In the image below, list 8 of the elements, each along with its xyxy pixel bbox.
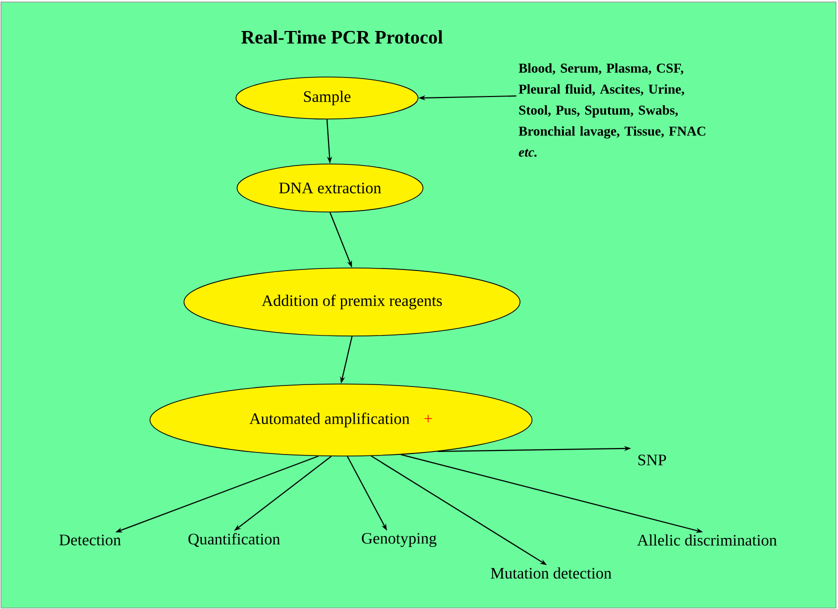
title: Real-Time PCR Protocol bbox=[241, 30, 443, 44]
application-label: Mutation detection bbox=[490, 567, 612, 579]
application-label: Detection bbox=[59, 534, 121, 546]
application-label: SNP bbox=[638, 454, 666, 466]
application-label: Quantification bbox=[188, 533, 280, 547]
application-label: Genotyping bbox=[362, 532, 436, 547]
sample-list: Blood, Serum, Plasma, CSF, Pleural fluid, Ascites, Urine, Stool, Pus, Sputum, Swabs, Bronchial lavage, Tissue, FNAC etc. bbox=[518, 63, 706, 157]
application-label: Allelic discrimination bbox=[637, 534, 777, 546]
